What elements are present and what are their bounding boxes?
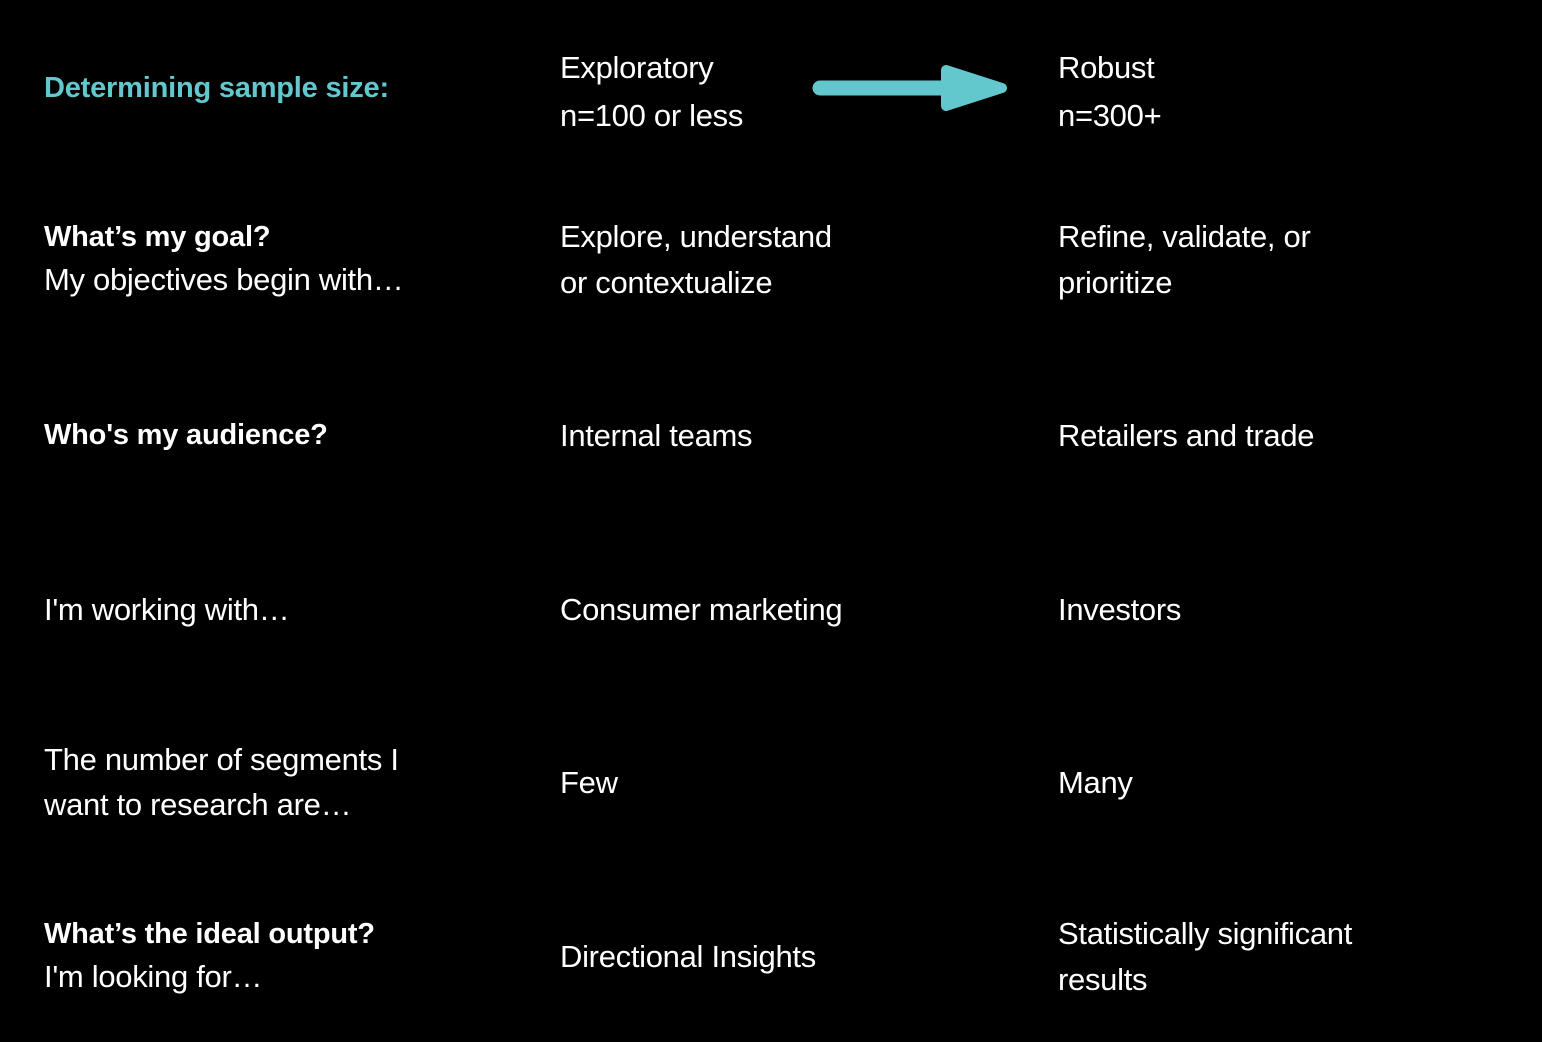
header-robust-cell: Robust n=300+	[1058, 44, 1542, 140]
exploratory-label: Exploratory	[560, 50, 714, 85]
answer-line-1: Investors	[1058, 592, 1182, 628]
exploratory-header: Exploratory n=100 or less	[560, 44, 1034, 140]
answer-line-2: prioritize	[1058, 265, 1173, 300]
answer-line-2: results	[1058, 962, 1148, 997]
robust-label: Robust	[1058, 50, 1155, 85]
question-regular: I'm working with…	[44, 591, 290, 627]
row-robust-cell: Refine, validate, or prioritize	[1058, 214, 1542, 306]
header-row: Determining sample size: Exploratory n=1…	[0, 44, 1542, 144]
exploratory-answer: Few	[560, 760, 1034, 806]
row-exploratory-cell: Explore, understand or contextualize	[560, 214, 1058, 306]
question-regular: My objectives begin with…	[44, 262, 404, 298]
robust-answer: Investors	[1058, 587, 1518, 633]
row-exploratory-cell: Consumer marketing	[560, 587, 1058, 633]
answer-line-1: Refine, validate, or	[1058, 219, 1311, 255]
table-row: I'm working with… Consumer marketing Inv…	[0, 578, 1542, 642]
page-title: Determining sample size:	[44, 72, 389, 104]
answer-line-1: Internal teams	[560, 418, 753, 454]
row-exploratory-cell: Internal teams	[560, 413, 1058, 459]
table-row: The number of segments I want to researc…	[0, 728, 1542, 838]
robust-answer: Retailers and trade	[1058, 413, 1518, 459]
answer-line-1: Few	[560, 765, 618, 801]
question-regular-line-1: The number of segments I	[44, 742, 399, 778]
robust-answer: Statistically significant results	[1058, 911, 1518, 1003]
question-bold: What’s the ideal output?	[44, 917, 375, 950]
answer-line-1: Retailers and trade	[1058, 418, 1315, 454]
exploratory-answer: Directional Insights	[560, 934, 1034, 980]
robust-sample-size: n=300+	[1058, 98, 1162, 134]
exploratory-answer: Explore, understand or contextualize	[560, 214, 1034, 306]
row-robust-cell: Many	[1058, 760, 1542, 806]
row-question-cell: I'm working with…	[44, 588, 560, 633]
answer-line-1: Statistically significant	[1058, 916, 1353, 952]
right-arrow-icon	[812, 64, 1008, 112]
header-title-cell: Determining sample size:	[44, 44, 560, 106]
exploratory-sample-size: n=100 or less	[560, 98, 744, 134]
row-exploratory-cell: Few	[560, 760, 1058, 806]
exploratory-answer: Consumer marketing	[560, 587, 1034, 633]
row-question-cell: What’s the ideal output? I'm looking for…	[44, 914, 560, 1000]
row-exploratory-cell: Directional Insights	[560, 934, 1058, 980]
answer-line-1: Consumer marketing	[560, 592, 843, 628]
row-question-cell: Who's my audience?	[44, 415, 560, 456]
row-robust-cell: Investors	[1058, 587, 1542, 633]
table-row: What’s the ideal output? I'm looking for…	[0, 902, 1542, 1012]
row-robust-cell: Statistically significant results	[1058, 911, 1542, 1003]
header-exploratory-cell: Exploratory n=100 or less	[560, 44, 1058, 140]
table-row: What’s my goal? My objectives begin with…	[0, 206, 1542, 314]
robust-header: Robust n=300+	[1058, 44, 1518, 140]
row-question-cell: What’s my goal? My objectives begin with…	[44, 217, 560, 303]
question-bold: What’s my goal?	[44, 220, 271, 253]
answer-line-1: Explore, understand	[560, 219, 832, 255]
robust-answer: Refine, validate, or prioritize	[1058, 214, 1518, 306]
robust-answer: Many	[1058, 760, 1518, 806]
row-robust-cell: Retailers and trade	[1058, 413, 1542, 459]
answer-line-2: or contextualize	[560, 265, 773, 300]
question-regular: I'm looking for…	[44, 959, 263, 995]
answer-line-1: Many	[1058, 765, 1133, 801]
question-bold: Who's my audience?	[44, 419, 328, 452]
row-question-cell: The number of segments I want to researc…	[44, 738, 560, 828]
exploratory-answer: Internal teams	[560, 413, 1034, 459]
answer-line-1: Directional Insights	[560, 939, 816, 975]
table-row: Who's my audience? Internal teams Retail…	[0, 404, 1542, 468]
question-regular-line-2: want to research are…	[44, 787, 352, 822]
